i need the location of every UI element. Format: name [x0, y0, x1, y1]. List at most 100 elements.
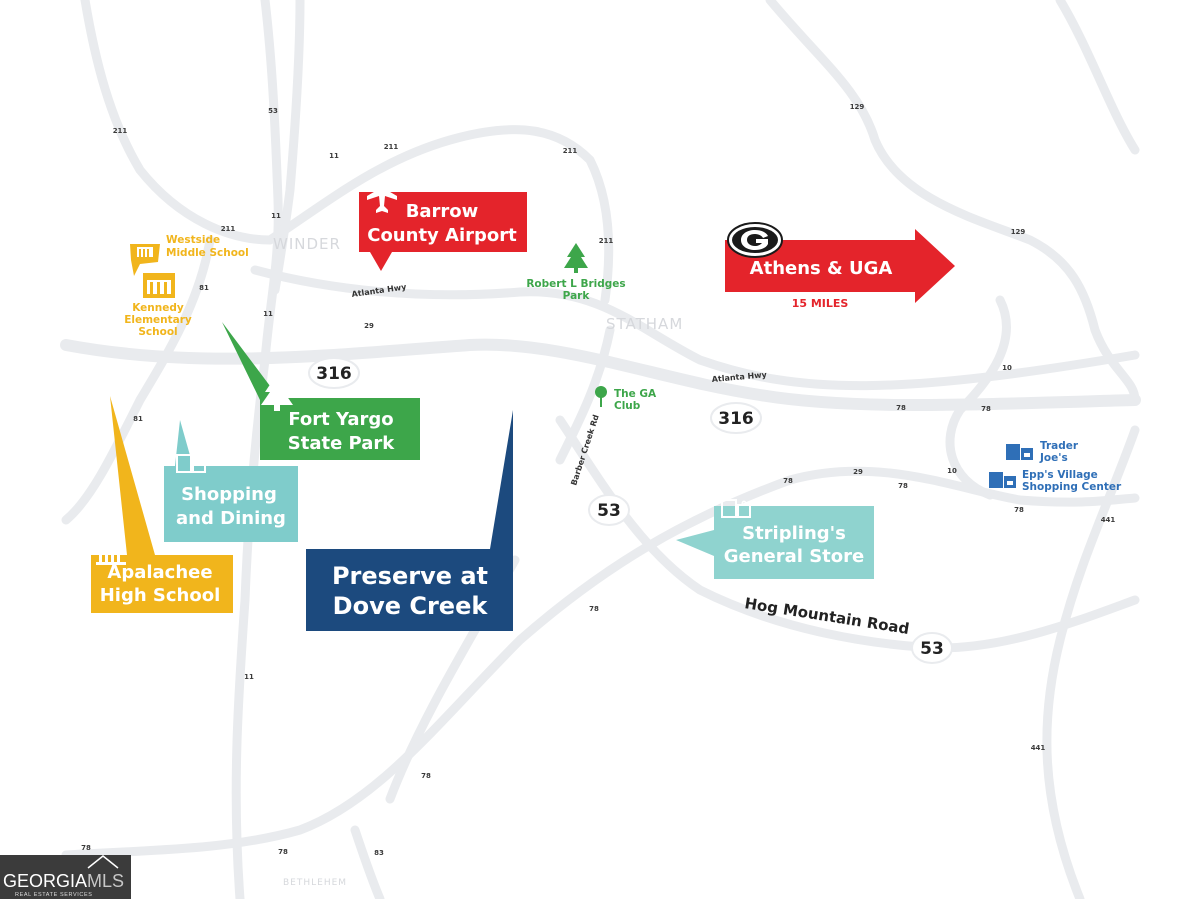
route-211: 211	[384, 143, 399, 151]
route-shield-53-east: 53	[911, 632, 953, 664]
callout-label: Stripling's	[742, 523, 846, 544]
route-211: 211	[221, 225, 236, 233]
route-316-label: 316	[316, 364, 352, 384]
callout-shopping-dining[interactable]: Shopping and Dining	[164, 420, 298, 542]
route-78: 78	[278, 848, 288, 856]
poi-label: Shopping Center	[1022, 481, 1122, 493]
route-78: 78	[981, 405, 991, 413]
town-winder: WINDER	[273, 235, 341, 253]
route-129: 129	[850, 103, 865, 111]
airplane-icon	[367, 176, 397, 213]
route-129: 129	[1011, 228, 1026, 236]
house-roof-icon	[87, 855, 119, 869]
route-11: 11	[271, 212, 281, 220]
golf-pin-icon	[595, 386, 607, 398]
callout-apalachee[interactable]: Apalachee High School	[91, 396, 233, 613]
route-81: 81	[133, 415, 143, 423]
route-211: 211	[599, 237, 614, 245]
route-11: 11	[263, 310, 273, 318]
watermark-text: GEORGIA	[3, 871, 87, 891]
watermark-text: MLS	[87, 871, 124, 891]
route-211: 211	[563, 147, 578, 155]
route-83: 83	[374, 849, 384, 857]
destination-label: Preserve at	[332, 562, 488, 590]
town-statham: STATHAM	[606, 315, 683, 333]
poi-trader-joes: Trader Joe's	[1006, 440, 1079, 464]
route-78: 78	[783, 477, 793, 485]
callout-athens-uga[interactable]: Athens & UGA 15 MILES	[725, 222, 955, 310]
poi-label: Epp's Village	[1022, 469, 1098, 481]
destination-marker[interactable]: Preserve at Dove Creek	[306, 410, 513, 631]
road-10	[945, 295, 1011, 500]
callout-stripling[interactable]: Stripling's General Store	[676, 499, 874, 579]
watermark-subtext: REAL ESTATE SERVICES	[15, 892, 93, 898]
poi-label: Robert L Bridges	[526, 278, 625, 290]
route-markers: 211 53 211 211 129 11 211 11 211 129 81 …	[81, 103, 1115, 857]
tree-icon	[261, 374, 293, 405]
road-78	[61, 466, 1140, 860]
tree-icon	[564, 243, 588, 268]
callout-label: State Park	[288, 433, 396, 454]
road-129	[765, 0, 1140, 405]
route-78: 78	[421, 772, 431, 780]
route-10: 10	[947, 467, 957, 475]
road-211-north	[80, 0, 614, 305]
destination-label: Dove Creek	[333, 592, 489, 620]
road-129-east	[1055, 0, 1140, 155]
georgia-mls-watermark: GEORGIAMLS REAL ESTATE SERVICES	[0, 855, 131, 899]
poi-label: Club	[614, 400, 641, 412]
callout-label: Fort Yargo	[288, 409, 393, 430]
poi-label: Kennedy	[132, 302, 184, 314]
callout-fort-yargo[interactable]: Fort Yargo State Park	[222, 322, 420, 460]
route-316-label: 316	[718, 409, 754, 429]
route-441: 441	[1101, 516, 1116, 524]
shopping-bag-icon	[721, 499, 751, 518]
poi-robert-bridges: Robert L Bridges Park	[526, 243, 626, 302]
route-78: 78	[898, 482, 908, 490]
road-83	[350, 825, 385, 899]
poi-label: Trader	[1040, 440, 1079, 452]
callout-barrow-airport[interactable]: Barrow County Airport	[359, 176, 527, 271]
route-53-label: 53	[597, 501, 621, 521]
road-53-north	[270, 0, 305, 295]
route-78: 78	[589, 605, 599, 613]
route-78: 78	[896, 404, 906, 412]
route-29: 29	[853, 468, 863, 476]
georgia-g-logo	[727, 222, 783, 258]
poi-label: School	[138, 326, 177, 338]
svg-text:GEORGIAMLS: GEORGIAMLS	[3, 871, 124, 891]
route-shield-53-center: 53	[588, 494, 630, 526]
route-29: 29	[364, 322, 374, 330]
poi-westside: Westside Middle School	[130, 234, 249, 276]
town-bethlehem: BETHLEHEM	[283, 878, 347, 888]
school-icon	[96, 534, 126, 565]
route-81: 81	[199, 284, 209, 292]
road-network	[60, 0, 1141, 899]
poi-label: The GA	[614, 388, 657, 400]
poi-kennedy: Kennedy Elementary School	[124, 273, 192, 338]
callout-label: Athens & UGA	[750, 258, 893, 279]
route-11: 11	[244, 673, 254, 681]
route-shield-316-west: 316	[308, 357, 360, 389]
poi-label: Westside	[166, 234, 220, 246]
callout-label: Apalachee	[107, 562, 212, 583]
poi-epps-village: Epp's Village Shopping Center	[989, 469, 1122, 493]
route-10: 10	[1002, 364, 1012, 372]
callout-label: General Store	[724, 546, 864, 567]
callout-distance: 15 MILES	[792, 297, 849, 310]
poi-label: Joe's	[1039, 452, 1068, 464]
road-atlanta-hwy	[250, 265, 1140, 391]
route-441: 441	[1031, 744, 1046, 752]
route-78: 78	[1014, 506, 1024, 514]
poi-label: Park	[563, 290, 591, 302]
callout-label: Barrow	[406, 201, 479, 222]
shopping-bag-icon	[176, 454, 206, 473]
route-53-label: 53	[920, 639, 944, 659]
callout-label: High School	[100, 585, 221, 606]
road-81	[61, 235, 215, 525]
poi-label: Middle School	[166, 247, 249, 259]
route-78: 78	[81, 844, 91, 852]
road-441	[1042, 425, 1140, 899]
shopping-bag-icon	[989, 472, 1003, 488]
